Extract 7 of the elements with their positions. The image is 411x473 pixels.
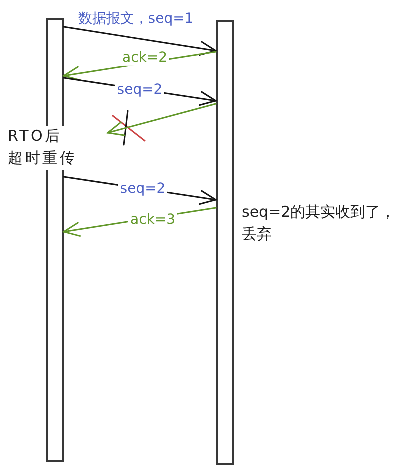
cross-icon	[112, 110, 146, 146]
edge-label: seq=2	[115, 82, 165, 98]
arrow	[63, 26, 217, 56]
lifeline-bar	[216, 20, 234, 465]
edge-label: seq=2	[118, 180, 168, 198]
edge-label: ack=2	[120, 50, 170, 66]
arrow	[107, 103, 217, 136]
